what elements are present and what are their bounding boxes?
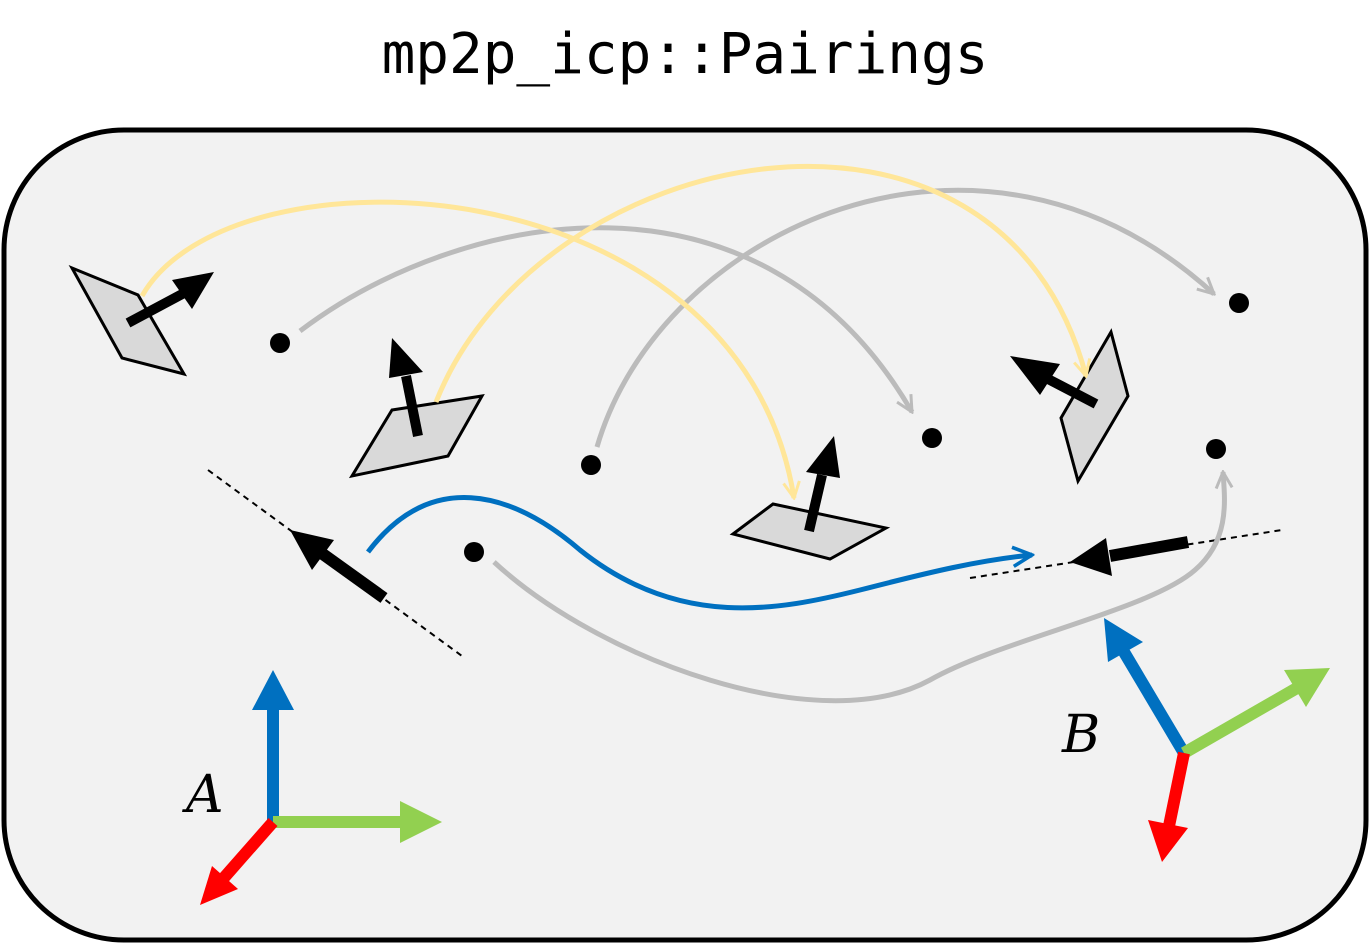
normal-shaft-b1 bbox=[804, 473, 827, 533]
frame-b-z-axis bbox=[1118, 648, 1190, 757]
line-dir-shaft-a bbox=[316, 547, 388, 603]
normal-shaft-a2 bbox=[401, 375, 423, 437]
pairing-pt2pt-3 bbox=[492, 472, 1224, 704]
point-a3 bbox=[464, 542, 484, 562]
frame-b-y-axis bbox=[1181, 682, 1300, 759]
normal-shaft-a1 bbox=[125, 287, 189, 328]
frame-b-x-head bbox=[1148, 820, 1188, 862]
point-b2 bbox=[1229, 293, 1249, 313]
frame-a-label: A bbox=[182, 765, 224, 825]
normal-head-b2 bbox=[1010, 356, 1060, 395]
normal-head-a1 bbox=[172, 272, 214, 309]
frame-b-z-head bbox=[1104, 618, 1143, 662]
frame-a-z-head bbox=[252, 670, 294, 710]
map-panel bbox=[1, 127, 1369, 943]
frame-a-x-axis bbox=[217, 818, 278, 884]
frame-a-x-head bbox=[200, 866, 238, 905]
point-a2 bbox=[581, 455, 601, 475]
normal-head-a2 bbox=[389, 338, 423, 378]
pairing-pt2plane-2 bbox=[433, 163, 1086, 403]
point-a1 bbox=[270, 333, 290, 353]
line-dir-head-b bbox=[1070, 538, 1112, 576]
line-dir-shaft-b bbox=[1108, 536, 1190, 562]
pairing-pt2pt-2 bbox=[594, 187, 1214, 448]
diagram-title: mp2p_icp::Pairings bbox=[381, 22, 989, 87]
frame-b-label: B bbox=[1061, 705, 1100, 765]
frame-a-y-head bbox=[400, 801, 442, 843]
frame-a-axes bbox=[200, 670, 442, 905]
frame-b-axes bbox=[1104, 618, 1330, 862]
normal-shaft-b2 bbox=[1045, 374, 1099, 409]
pairing-pt2plane-1 bbox=[139, 199, 794, 498]
point-b3 bbox=[1206, 439, 1226, 459]
line-dir-head-a bbox=[290, 530, 334, 570]
frame-b-y-head bbox=[1284, 668, 1330, 707]
frame-b-x-axis bbox=[1163, 751, 1190, 828]
plane-b1 bbox=[729, 502, 891, 561]
normal-head-b1 bbox=[806, 436, 840, 478]
pairing-pt2line bbox=[366, 495, 1032, 611]
pairing-pt2pt-1 bbox=[298, 225, 915, 412]
point-b1 bbox=[922, 428, 942, 448]
